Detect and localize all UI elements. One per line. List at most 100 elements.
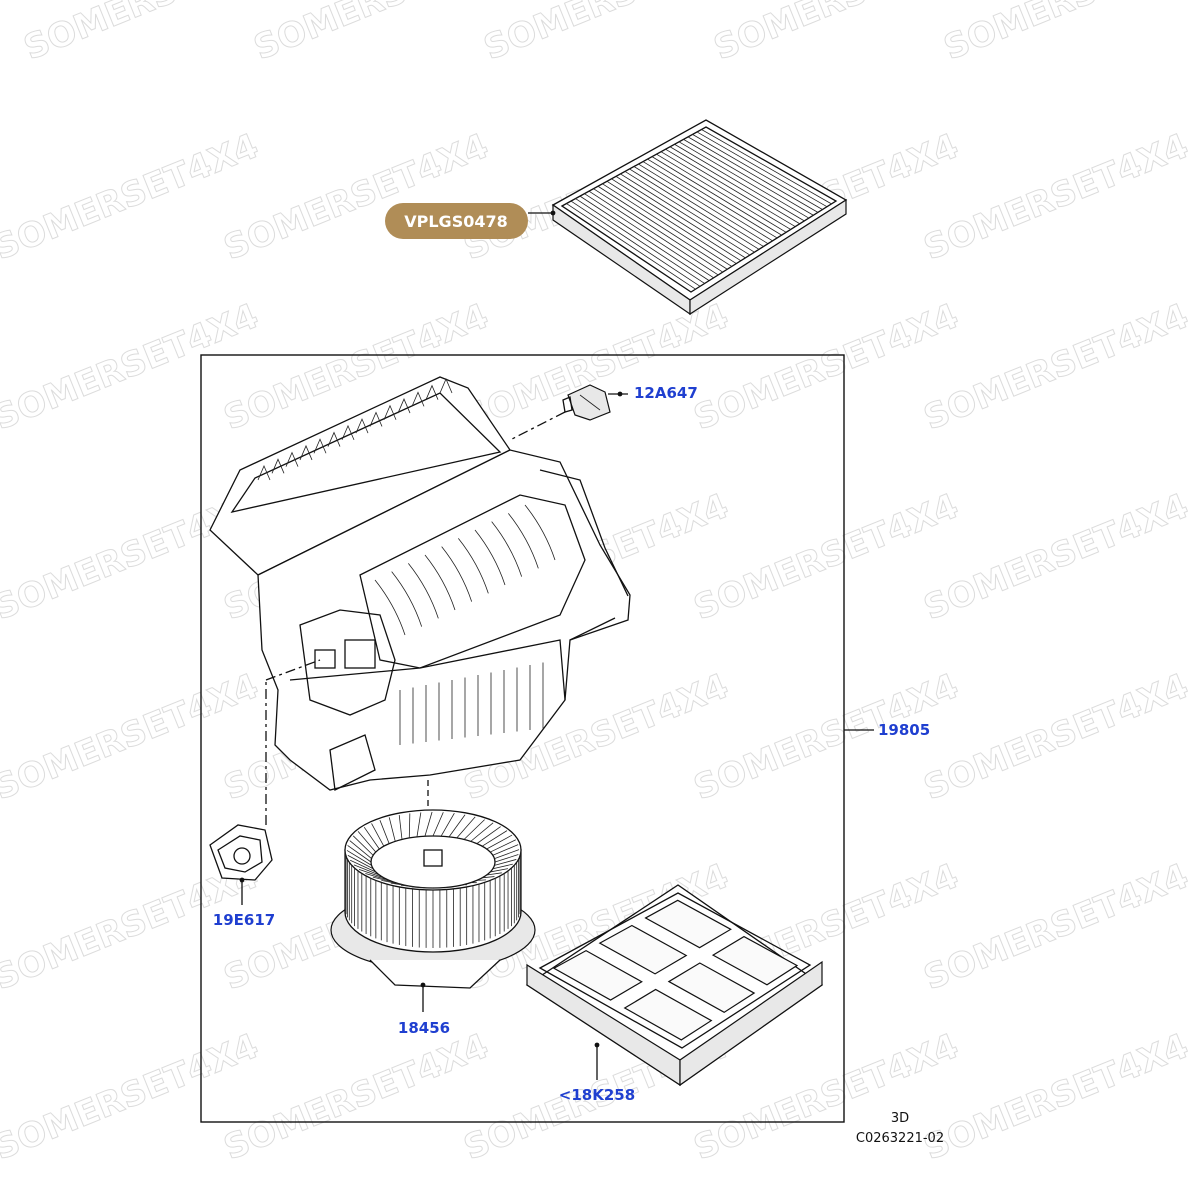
duct-rib (271, 458, 285, 474)
filter-pleat (687, 136, 819, 213)
part-label-18456[interactable]: 18456 (398, 1019, 450, 1037)
wheel-blade (372, 876, 396, 884)
drum-fin (474, 529, 506, 586)
filter-pleat (665, 148, 796, 227)
filter-pleat (615, 176, 746, 259)
wheel-blade (490, 839, 516, 853)
duct-rib (439, 377, 453, 394)
wheel-blade (363, 826, 380, 850)
wheel-blade (494, 854, 519, 863)
filter-pleat (602, 183, 732, 267)
filter-part-badge[interactable] (385, 203, 528, 239)
duct-rib (355, 418, 369, 434)
duct-rib (257, 464, 271, 481)
filter-tray-18k258-illustration (525, 884, 824, 1087)
wheel-blade (381, 880, 403, 885)
wheel-blade (346, 850, 372, 866)
wheel-blade (492, 863, 513, 870)
drum-fin (491, 521, 523, 577)
watermark-text: SOMERSET4X4 (918, 486, 1194, 628)
wheel-blade (476, 826, 501, 844)
filter-pleat (651, 156, 782, 236)
watermark-text: SOMERSET4X4 (938, 0, 1200, 68)
wheel-blade (349, 840, 372, 859)
wheel-blade (470, 822, 494, 842)
filter-pleat (692, 134, 823, 210)
drum-fin (391, 571, 423, 627)
view-code: 3D (891, 1111, 909, 1126)
filter-pleat (597, 185, 728, 270)
filter-pleat (669, 146, 800, 225)
blower-motor-18456-illustration (330, 780, 536, 989)
filter-pleat (638, 163, 769, 244)
duct-rib (411, 391, 425, 407)
wheel-blade (365, 873, 390, 881)
wheel-blade (448, 814, 466, 838)
wheel-blade (357, 831, 377, 853)
drum-fin (424, 554, 456, 611)
watermark-text: SOMERSET4X4 (918, 666, 1194, 808)
wheel-blade (492, 844, 519, 856)
blower-housing-illustration (209, 376, 631, 791)
filter-pleat (606, 180, 737, 264)
part-labels: 12A647 19805 19E617 18456 <18K258 (213, 384, 930, 1104)
wheel-blade (432, 812, 444, 837)
part-label-12a647[interactable]: 12A647 (634, 384, 698, 402)
filter-pleat (611, 178, 742, 262)
watermark-text: SOMERSET4X4 (918, 1026, 1194, 1168)
wheel-blade (408, 813, 411, 838)
duct-rib (313, 438, 327, 454)
drum-fin (458, 538, 489, 594)
filter-pleat (579, 195, 710, 281)
filter-pleat (633, 166, 764, 247)
filter-pleat (674, 143, 805, 222)
part-label-19e617[interactable]: 19E617 (213, 911, 275, 929)
wheel-blade (371, 823, 385, 847)
watermark-text: SOMERSET4X4 (918, 126, 1194, 268)
filter-leader-dot (550, 210, 556, 216)
wheel-blade (482, 876, 495, 879)
filter-part-number: VPLGS0478 (404, 212, 508, 231)
wheel-blade (481, 830, 508, 847)
wheel-blade (494, 849, 520, 859)
tray-cell (644, 899, 732, 949)
watermark-text: SOMERSET4X4 (918, 856, 1194, 998)
filter-pleat (683, 138, 814, 216)
tray-cell (711, 935, 799, 986)
wheel-blade (350, 859, 376, 873)
drum-fin (508, 513, 539, 569)
wheel-blade (347, 845, 372, 863)
filter-pleat (593, 188, 723, 273)
wheel-blade (463, 819, 485, 840)
duct-rib (299, 444, 313, 461)
wheel-blade (398, 815, 403, 840)
wheel-blade (456, 816, 476, 839)
filter-pleat (620, 173, 751, 256)
filter-callout[interactable]: VPLGS0478 (385, 203, 556, 239)
filter-pleat (660, 151, 791, 230)
duct-rib (369, 411, 383, 427)
wheel-blade (494, 859, 517, 866)
filter-pleat (575, 198, 705, 284)
part-label-19805[interactable]: 19805 (878, 721, 930, 739)
filter-pleat (656, 153, 787, 233)
wheel-blade (352, 835, 374, 856)
watermark-text: SOMERSET4X4 (688, 296, 964, 438)
assembly-frame (200, 354, 845, 1123)
duct-rib (327, 431, 341, 447)
wheel-blade (490, 868, 509, 873)
filter-pleat (629, 168, 760, 250)
wheel-blade (388, 817, 396, 842)
filter-pleat (624, 171, 755, 253)
wheel-blade (440, 812, 455, 837)
watermark-text: SOMERSET4X4 (218, 1026, 494, 1168)
duct-rib (341, 424, 355, 441)
cabin-filter-illustration (551, 119, 848, 316)
wheel-blade (486, 834, 513, 850)
part-label-18k258[interactable]: <18K258 (559, 1086, 635, 1104)
watermark-text: SOMERSET4X4 (688, 486, 964, 628)
drum-fin (408, 563, 439, 619)
filter-pleat (570, 200, 701, 287)
tray-cell (667, 962, 756, 1014)
